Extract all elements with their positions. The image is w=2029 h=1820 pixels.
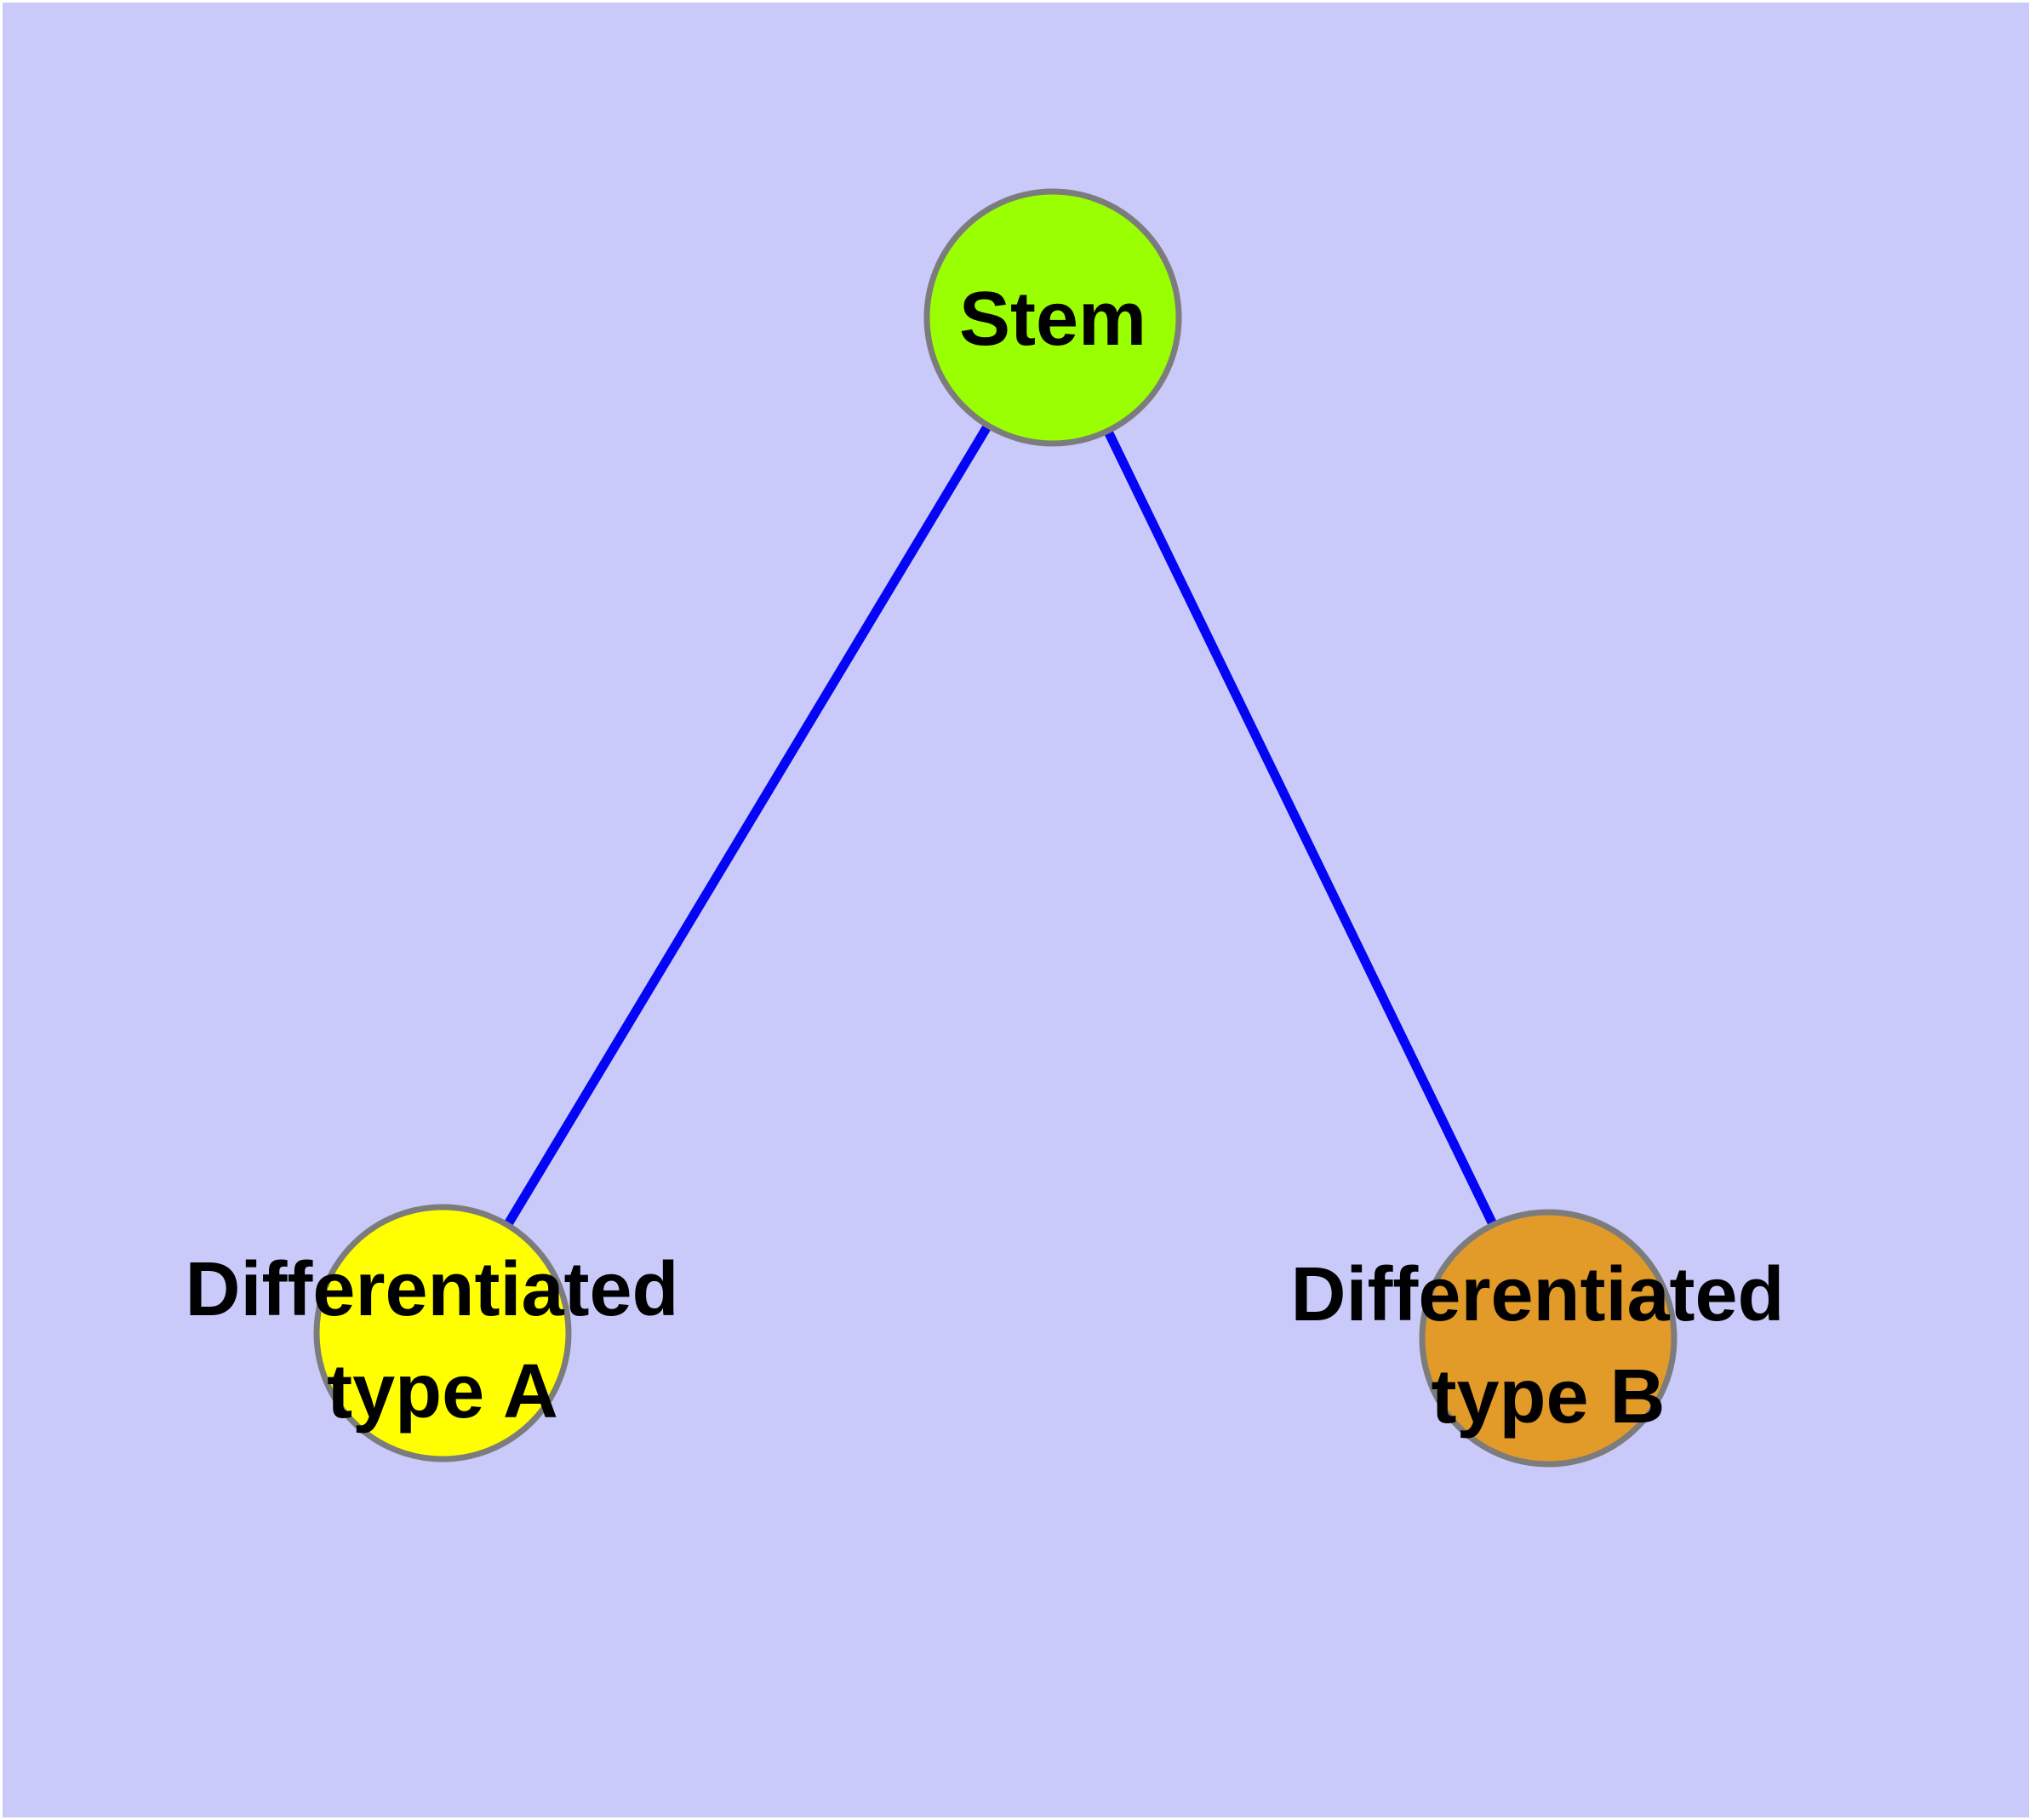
node-stem <box>923 188 1182 447</box>
node-label-type-a-line1: Differentiated <box>185 1247 678 1332</box>
node-label-differentiated-type-a: Differentiated type A <box>185 1247 700 1434</box>
edge-stem-to-type-b <box>1049 315 1552 1341</box>
node-label-type-a-line2: type A <box>327 1349 558 1434</box>
node-label-differentiated-type-b: Differentiated type B <box>1290 1252 1805 1439</box>
node-label-type-b-line1: Differentiated <box>1290 1252 1784 1337</box>
edge-stem-to-type-a <box>438 315 1057 1336</box>
node-differentiated-type-b <box>1419 1209 1677 1468</box>
node-differentiated-type-a <box>313 1204 572 1462</box>
node-label-type-b-line2: type B <box>1431 1354 1665 1439</box>
node-label-stem: Stem <box>959 277 1146 362</box>
